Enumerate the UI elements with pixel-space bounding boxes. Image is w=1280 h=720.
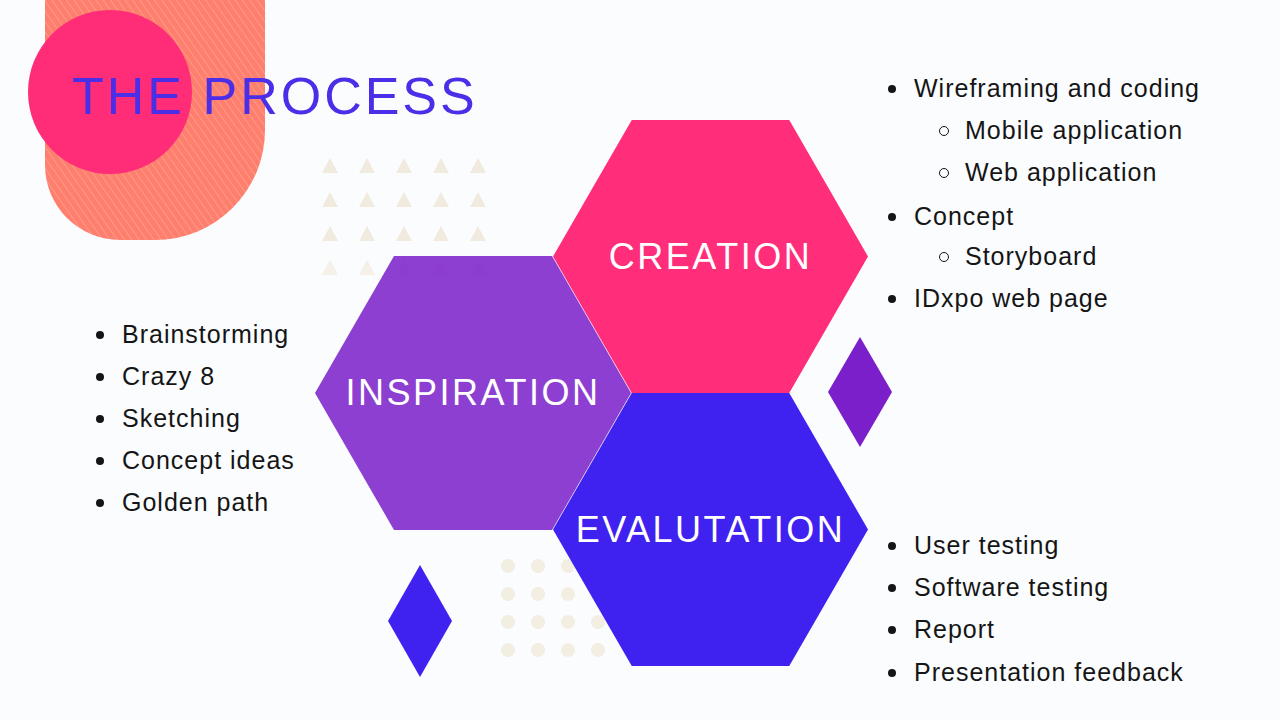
- sub-bullet: [939, 252, 949, 262]
- hexagon-fill: [315, 256, 631, 530]
- sub-bullet: [939, 126, 949, 136]
- bullet: [888, 542, 896, 550]
- bullet-text: Concept ideas: [122, 448, 295, 473]
- hexagon-label: EVALUTATION: [576, 512, 846, 548]
- bullet: [888, 584, 896, 592]
- bullet: [888, 295, 896, 303]
- bullet-text: Storyboard: [965, 244, 1097, 269]
- hexagon-label: INSPIRATION: [346, 375, 601, 411]
- bullet: [888, 626, 896, 634]
- bullet-text: Sketching: [122, 406, 241, 431]
- bullet-text: Mobile application: [965, 118, 1183, 143]
- bullet: [96, 499, 104, 507]
- bullet-text: IDxpo web page: [914, 286, 1109, 311]
- bullet: [888, 669, 896, 677]
- bullet-text: Wireframing and coding: [914, 76, 1200, 101]
- bullet-text: Brainstorming: [122, 322, 289, 347]
- purple-diamond: [828, 337, 892, 447]
- title: THE PROCESS: [72, 70, 478, 122]
- bullet-text: User testing: [914, 533, 1059, 558]
- hexagon-label: CREATION: [609, 239, 812, 275]
- bullet: [888, 85, 896, 93]
- hexagon-node: INSPIRATION: [315, 256, 631, 530]
- bullet-text: Software testing: [914, 575, 1109, 600]
- bullet-text: Concept: [914, 204, 1014, 229]
- bullet: [96, 415, 104, 423]
- bullet-text: Web application: [965, 160, 1157, 185]
- hexagon-content: INSPIRATION: [315, 256, 631, 530]
- bullet-text: Golden path: [122, 490, 269, 515]
- bullet: [96, 457, 104, 465]
- bullet-text: Crazy 8: [122, 364, 215, 389]
- bullet-text: Report: [914, 617, 995, 642]
- sub-bullet: [939, 168, 949, 178]
- bullet-text: Presentation feedback: [914, 660, 1184, 685]
- bullet: [96, 331, 104, 339]
- bullet: [96, 373, 104, 381]
- blue-diamond: [388, 565, 452, 677]
- bullet: [888, 213, 896, 221]
